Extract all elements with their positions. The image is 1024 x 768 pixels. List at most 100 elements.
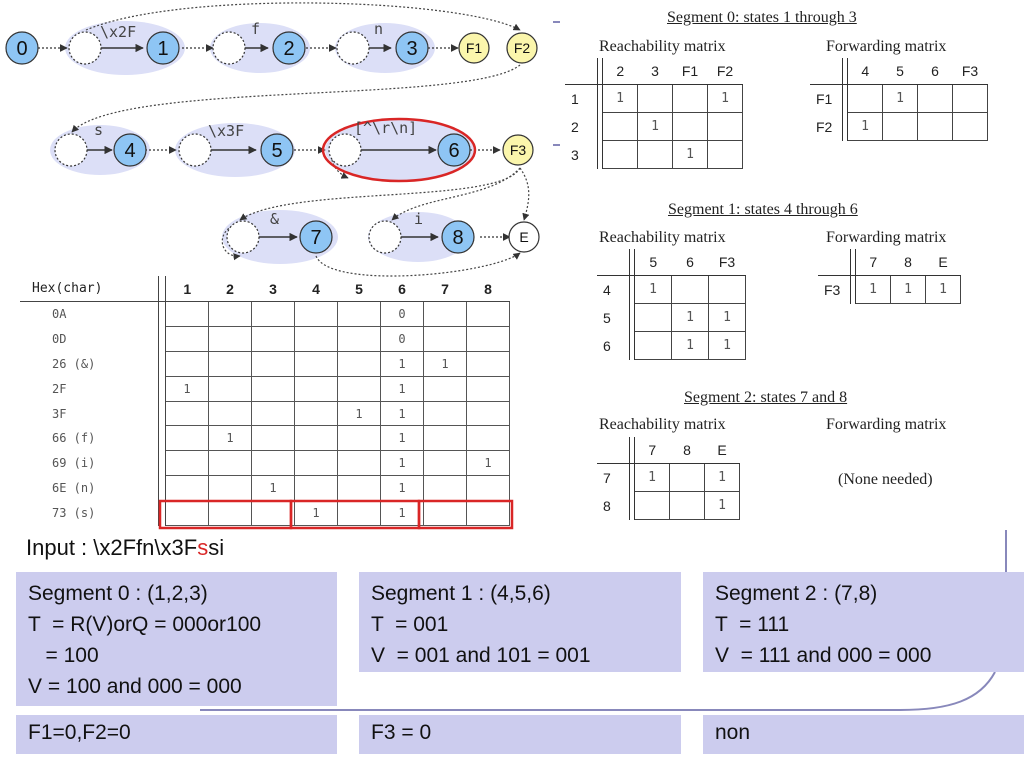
state-label: F3 xyxy=(510,142,527,158)
state-label: 5 xyxy=(271,140,282,162)
segment-0-summary: Segment 0 : (1,2,3) T = R(V)orQ = 000or1… xyxy=(16,572,337,706)
state-8: 8 xyxy=(441,220,475,254)
row-label: 3F xyxy=(52,406,67,421)
matrix-cell: 1 xyxy=(704,491,740,520)
state-e: E xyxy=(508,221,540,253)
state-6: 6 xyxy=(437,133,471,167)
edge-label-e5: \x3F xyxy=(208,122,244,140)
segment-2-result: non xyxy=(703,715,1024,754)
state-f2: F2 xyxy=(506,32,538,64)
table-cell xyxy=(294,350,338,377)
matrix-row-label: 7 xyxy=(603,469,611,486)
column-header: 5 xyxy=(337,276,381,302)
segment-2-reach-title: Reachability matrix xyxy=(599,416,726,433)
matrix-column-header: 6 xyxy=(917,58,953,85)
matrix-cell xyxy=(882,112,918,141)
matrix-row-label: 3 xyxy=(571,146,579,163)
matrix-column-header: F3 xyxy=(952,58,988,85)
segment-0-result: F1=0,F2=0 xyxy=(16,715,337,754)
row-label: 0A xyxy=(52,307,67,322)
edge-label-e7: & xyxy=(270,210,279,228)
matrix-cell xyxy=(952,112,988,141)
table-cell xyxy=(423,325,467,352)
table-cell xyxy=(423,400,467,427)
matrix-cell xyxy=(602,112,638,141)
matrix-column-header: 8 xyxy=(890,249,926,276)
matrix-cell: 1 xyxy=(925,275,961,304)
matrix-column-header: 7 xyxy=(855,249,891,276)
state-hollow xyxy=(54,133,88,167)
edge-label-e1: \x2F xyxy=(100,23,136,41)
row-label: 0D xyxy=(52,331,67,346)
matrix-column-header: 7 xyxy=(634,437,670,464)
forwarding-none-note: (None needed) xyxy=(838,471,933,488)
matrix-row-label: F2 xyxy=(816,118,833,135)
matrix-cell xyxy=(672,112,708,141)
segment-1-result: F3 = 0 xyxy=(359,715,681,754)
state-hollow xyxy=(328,133,362,167)
matrix-row-label: 1 xyxy=(571,90,579,107)
matrix-cell xyxy=(634,331,672,360)
matrix-cell xyxy=(634,491,670,520)
matrix-cell xyxy=(669,463,705,492)
state-f1: F1 xyxy=(458,32,490,64)
state-5: 5 xyxy=(260,133,294,167)
matrix-row-label: 6 xyxy=(603,337,611,354)
table-cell: 1 xyxy=(337,400,381,427)
state-2: 2 xyxy=(272,31,306,65)
matrix-cell xyxy=(847,84,883,113)
matrix-column-header: 6 xyxy=(671,249,709,276)
segment-2-summary: Segment 2 : (7,8) T = 111 V = 111 and 00… xyxy=(703,572,1024,672)
table-cell: 0 xyxy=(380,325,424,352)
matrix-cell: 1 xyxy=(855,275,891,304)
matrix-row-label: 5 xyxy=(603,309,611,326)
state-label: E xyxy=(519,229,528,245)
table-cell xyxy=(466,350,510,377)
segment-1-fwd-title: Forwarding matrix xyxy=(826,229,947,246)
table-cell xyxy=(337,425,381,452)
matrix-cell xyxy=(707,140,743,169)
state-label: F1 xyxy=(466,40,483,56)
state-1: 1 xyxy=(146,31,180,65)
row-label: 2F xyxy=(52,381,67,396)
table-cell xyxy=(294,301,338,327)
input-suffix: si xyxy=(208,535,225,560)
row-label: 6E (n) xyxy=(52,481,96,496)
table-cell xyxy=(208,475,252,502)
row-label: 73 (s) xyxy=(52,506,96,521)
input-highlight-char: s xyxy=(197,535,209,560)
segment-1-reach-title: Reachability matrix xyxy=(599,229,726,246)
segment-1-summary: Segment 1 : (4,5,6) T = 001 V = 001 and … xyxy=(359,572,681,672)
table-cell: 1 xyxy=(208,425,252,452)
highlight-box-segment-2 xyxy=(417,499,514,530)
matrix-column-header: E xyxy=(704,437,740,464)
matrix-column-header: 3 xyxy=(637,58,673,85)
matrix-cell: 1 xyxy=(890,275,926,304)
highlight-box-segment-1 xyxy=(289,499,421,530)
matrix-cell xyxy=(602,140,638,169)
matrix-cell xyxy=(672,84,708,113)
row-label: 26 (&) xyxy=(52,356,96,371)
state-label: F2 xyxy=(514,40,531,56)
table-cell xyxy=(165,500,209,527)
hex-header: Hex(char) xyxy=(20,276,159,302)
matrix-row-label: 4 xyxy=(603,281,611,298)
matrix-row-label: 8 xyxy=(603,497,611,514)
column-header: 1 xyxy=(165,276,209,302)
table-header-row: Hex(char) 1 2 3 4 5 6 7 8 xyxy=(20,276,510,302)
table-cell xyxy=(251,500,295,527)
state-label: 2 xyxy=(283,38,294,60)
